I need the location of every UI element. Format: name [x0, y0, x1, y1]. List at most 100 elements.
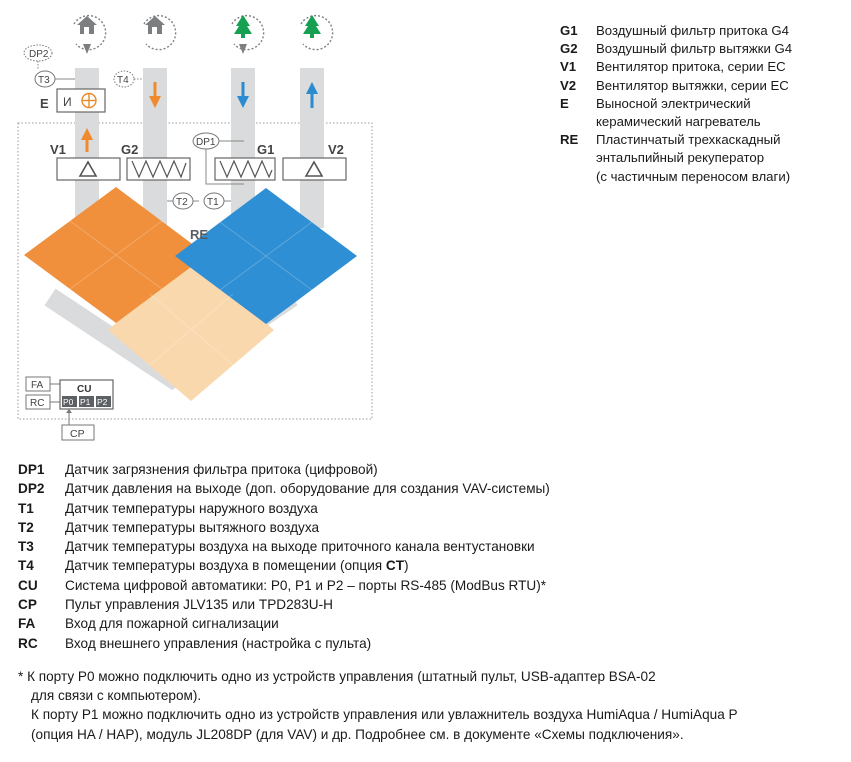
port-p2-label: P2: [97, 397, 108, 407]
fan-v2-block: [282, 157, 347, 181]
filter-g2-label: G2: [121, 142, 138, 157]
unit-outline: [17, 122, 373, 420]
fan-v1-label: V1: [50, 142, 66, 157]
legend-right: G1 Воздушный фильтр притока G4 G2 Воздуш…: [560, 22, 845, 186]
recuperator-exhaust-core: [175, 188, 357, 324]
legend-code: CP: [18, 597, 37, 613]
legend-item: V1 Вентилятор притока, серии EC: [560, 58, 845, 76]
cp-label: CP: [70, 428, 85, 440]
rc-label: RC: [30, 398, 44, 409]
legend-text: Датчик температуры вытяжного воздуха: [65, 519, 320, 535]
legend-text: энтальпийный рекуператор: [596, 150, 765, 166]
legend-item: CP Пульт управления JLV135 или TPD283U-H: [18, 595, 838, 614]
fan-v1-block: [56, 157, 121, 181]
t3-label: T3: [38, 75, 50, 86]
recuperator-label: RE: [190, 227, 208, 242]
fan-triangle-icon: [78, 160, 98, 177]
fa-label: FA: [31, 380, 44, 391]
legend-item: T2 Датчик температуры вытяжного воздуха: [18, 518, 838, 537]
option-ct: CT: [385, 558, 405, 574]
legend-text: Вход для пожарной сигнализации: [65, 616, 279, 632]
legend-item: T1 Датчик температуры наружного воздуха: [18, 499, 838, 518]
t1-label: T1: [207, 197, 219, 208]
t4-label: T4: [117, 75, 129, 86]
legend-text: Воздушный фильтр притока G4: [596, 23, 789, 38]
cp-remote-box: [61, 424, 95, 441]
arrow-up-icon: [306, 82, 318, 108]
legend-code: G2: [560, 41, 578, 57]
legend-item: RE Пластинчатый трехкаскадный энтальпийн…: [560, 131, 845, 186]
arrow-down-icon: [149, 82, 161, 108]
port-p2: [96, 396, 111, 407]
house-in-circle-icon: [73, 14, 107, 54]
footnote-line: для связи с компьютером).: [31, 688, 202, 704]
filter-g1-label: G1: [257, 142, 274, 157]
legend-item: T3 Датчик температуры воздуха на выходе …: [18, 537, 838, 556]
legend-item: E Выносной электрический керамический на…: [560, 95, 845, 131]
dp2-sensor: [23, 44, 53, 62]
legend-code: T3: [18, 539, 34, 555]
legend-text: Выносной электрический: [596, 95, 751, 111]
house-in-circle-icon: [143, 14, 177, 51]
port-p0: [62, 396, 77, 407]
heater-label: E: [40, 96, 49, 111]
legend-item: DP2 Датчик давления на выходе (доп. обор…: [18, 479, 838, 498]
footnote-line: К порту P1 можно подключить одно из устр…: [31, 707, 738, 723]
legend-text: Датчик загрязнения фильтра притока (цифр…: [65, 462, 378, 477]
tree-in-circle-icon: [300, 14, 334, 51]
legend-code: E: [560, 95, 569, 111]
footnote: * К порту P0 можно подключить одно из ус…: [18, 667, 848, 744]
legend-text: Воздушный фильтр вытяжки G4: [596, 41, 793, 57]
footnote-line: * К порту P0 можно подключить одно из ус…: [18, 669, 656, 684]
t2-label: T2: [176, 197, 188, 208]
footnote-line: (опция HA / HAP), модуль JL208DP (для VA…: [31, 726, 684, 742]
port-p1-label: P1: [80, 397, 91, 407]
legend-text: Датчик температуры воздуха в помещении (…: [65, 558, 409, 574]
legend-text: Датчик давления на выходе (доп. оборудов…: [65, 481, 550, 497]
port-p0-label: P0: [63, 397, 74, 407]
legend-text: Вентилятор вытяжки, серии EC: [596, 77, 789, 93]
port-p1: [79, 396, 94, 407]
legend-text: Вентилятор притока, серии EC: [596, 59, 786, 75]
recuperator-supply-core: [24, 187, 207, 323]
heater-element-icon: [81, 92, 97, 109]
filter-g2-block: [126, 157, 191, 181]
connector-arrow-icon: [66, 409, 72, 413]
legend-text: Система цифровой автоматики: P0, P1 и P2…: [65, 577, 547, 593]
tree-in-circle-icon: [231, 14, 265, 54]
legend-bottom: DP1 Датчик загрязнения фильтра притока (…: [18, 460, 838, 653]
ventilation-diagram: RE E И: [17, 14, 373, 441]
legend-code: T1: [18, 500, 34, 516]
arrow-down-icon: [237, 82, 249, 108]
legend-code: DP1: [18, 462, 45, 477]
legend-item: G1 Воздушный фильтр притока G4: [560, 22, 845, 40]
legend-item: RC Вход внешнего управления (настройка с…: [18, 634, 838, 653]
control-unit-label: CU: [77, 384, 91, 395]
fan-v2-label: V2: [328, 142, 344, 157]
legend-item: V2 Вентилятор вытяжки, серии EC: [560, 77, 845, 95]
legend-code: G1: [560, 23, 578, 38]
legend-text: Вход внешнего управления (настройка с пу…: [65, 635, 372, 651]
legend-text: Датчик температуры наружного воздуха: [65, 500, 318, 516]
fan-triangle-icon: [304, 160, 324, 177]
legend-text: керамический нагреватель: [596, 114, 761, 130]
legend-text: (с частичным переносом влаги): [596, 168, 791, 184]
legend-code: FA: [18, 616, 36, 632]
legend-item: FA Вход для пожарной сигнализации: [18, 614, 838, 633]
dp2-label: DP2: [29, 49, 49, 60]
legend-item: G2 Воздушный фильтр вытяжки G4: [560, 40, 845, 58]
legend-code: V1: [560, 59, 577, 75]
filter-zigzag-icon: [131, 159, 187, 179]
legend-text: Датчик температуры воздуха на выходе при…: [65, 539, 535, 555]
legend-item: T4 Датчик температуры воздуха в помещени…: [18, 556, 838, 575]
legend-item: DP1 Датчик загрязнения фильтра притока (…: [18, 460, 838, 479]
legend-code: T4: [18, 558, 34, 574]
legend-code: DP2: [18, 481, 45, 497]
heater-block-label: И: [63, 95, 72, 109]
legend-code: T2: [18, 519, 34, 535]
legend-code: V2: [560, 77, 577, 93]
filter-zigzag-icon: [219, 159, 273, 179]
arrow-up-icon: [81, 128, 93, 152]
legend-code: CU: [18, 577, 38, 593]
legend-text: Пульт управления JLV135 или TPD283U-H: [65, 597, 333, 613]
